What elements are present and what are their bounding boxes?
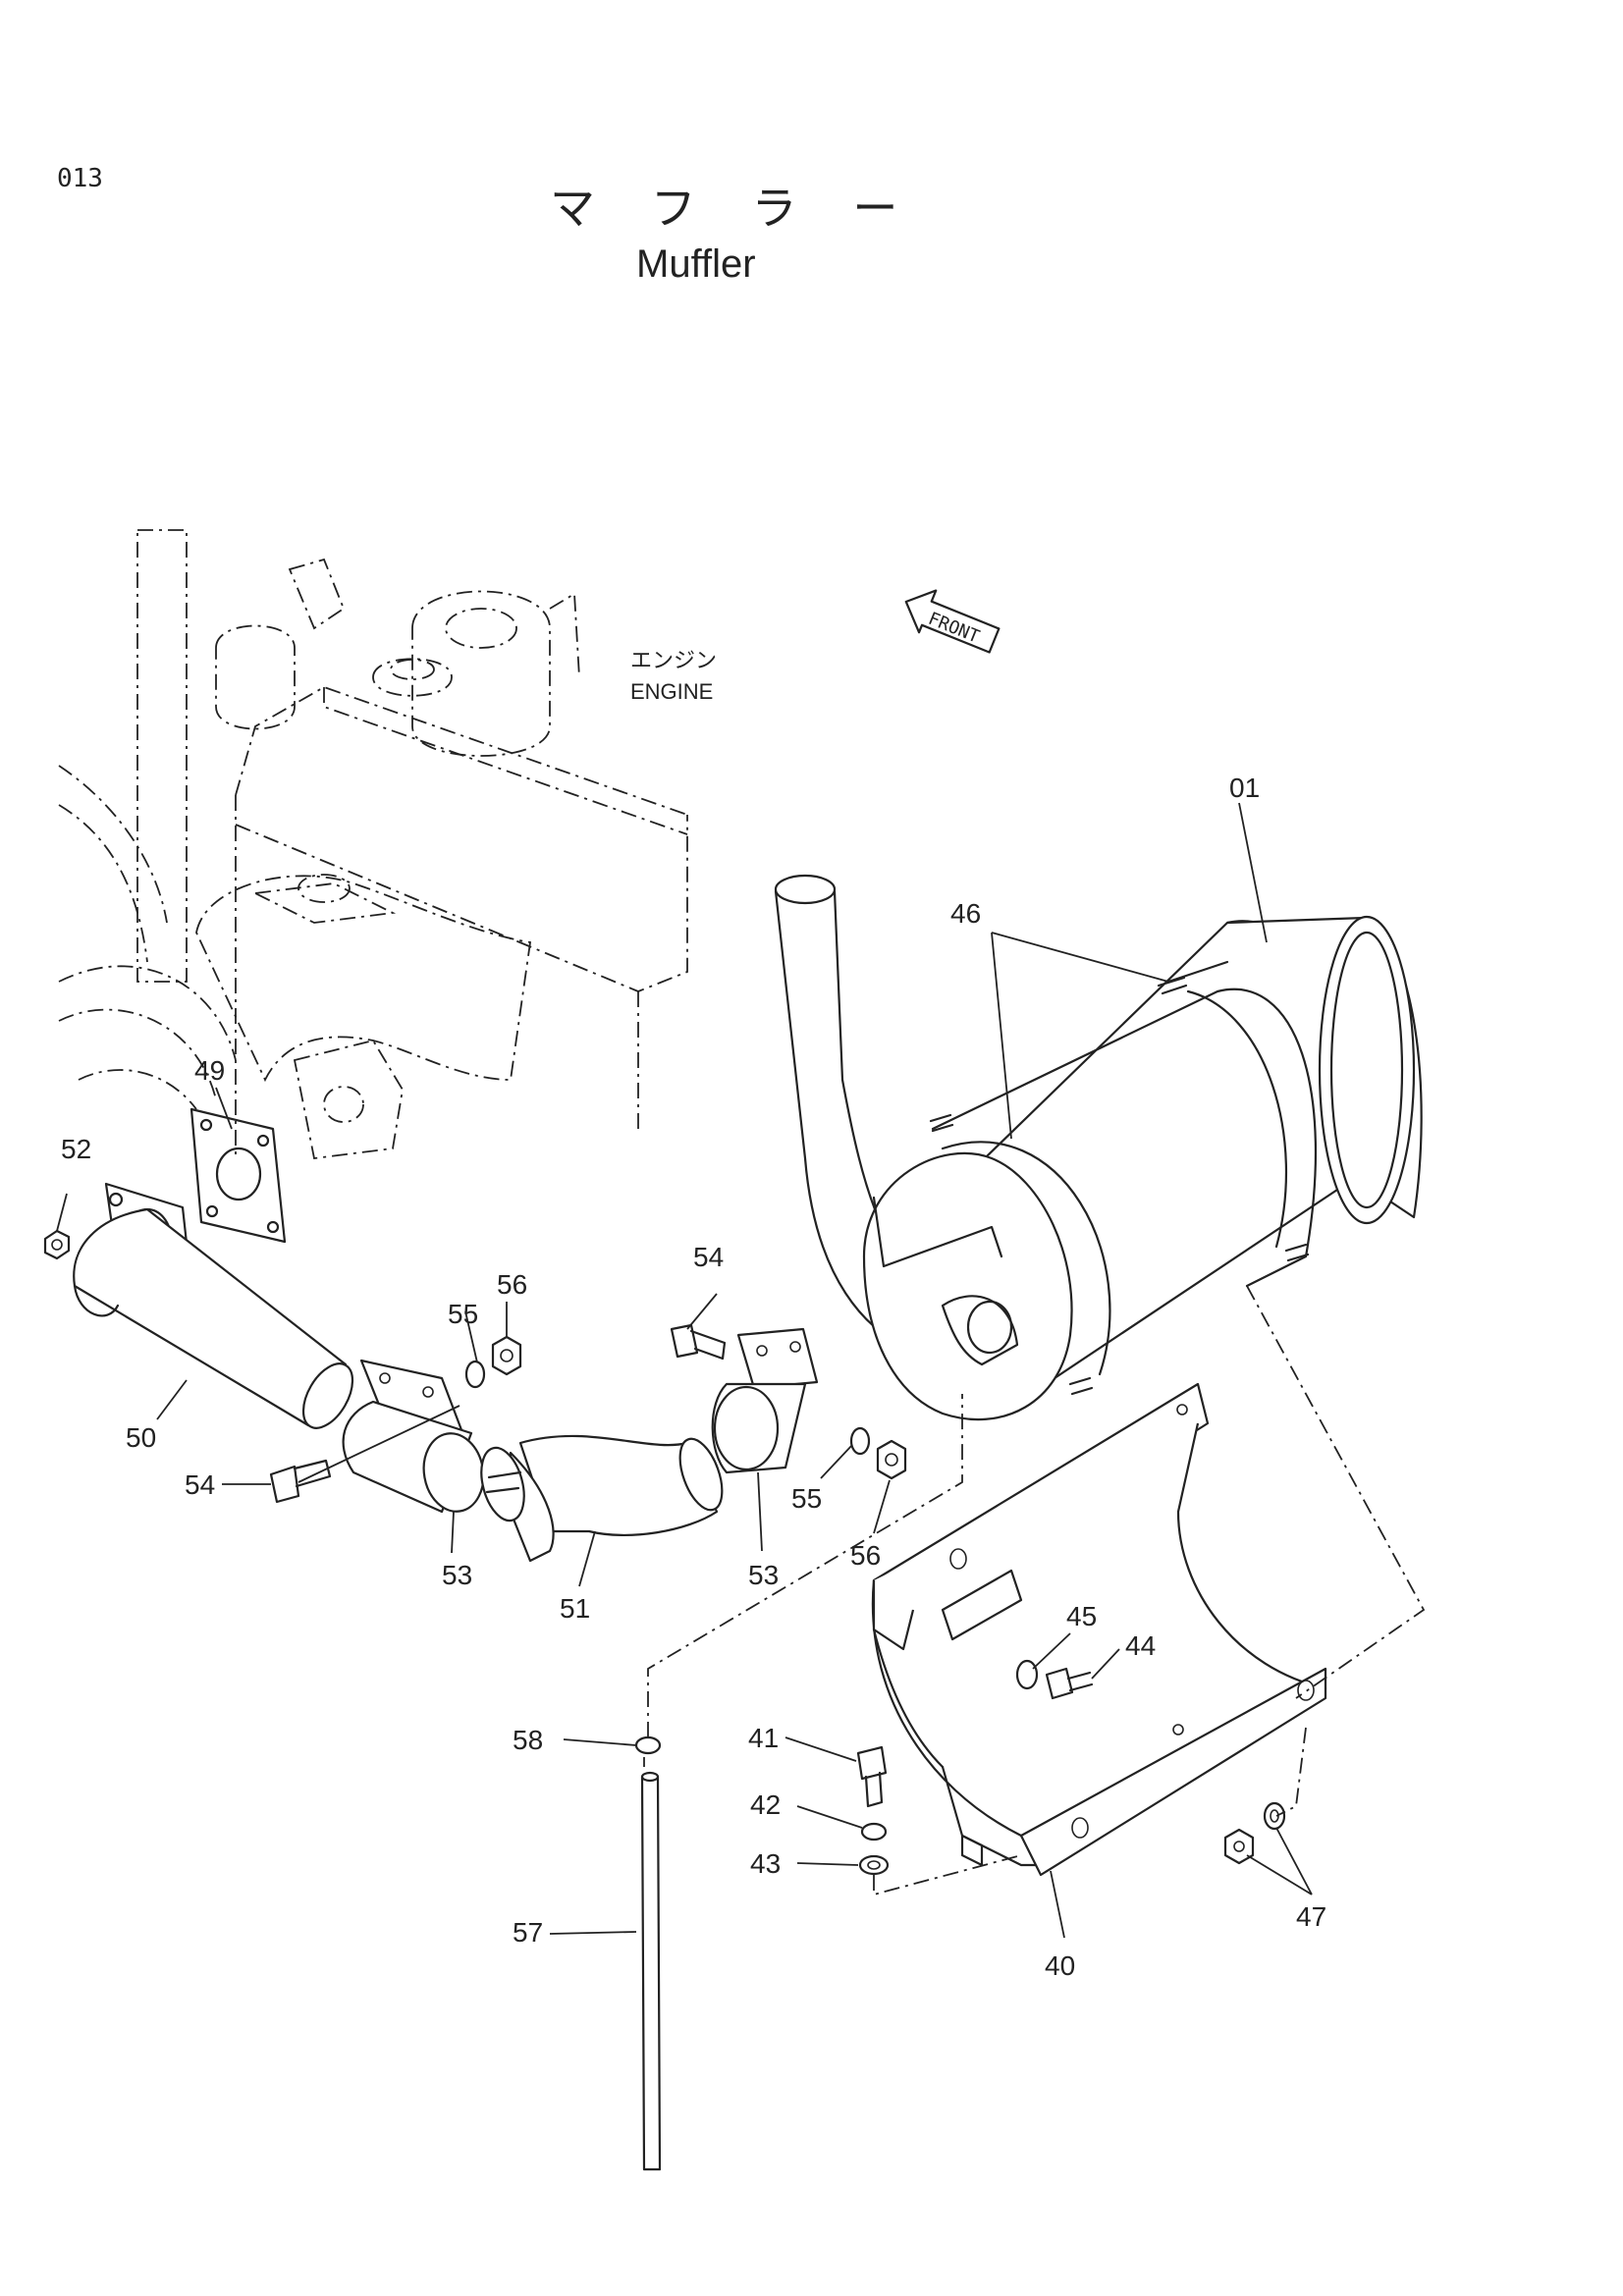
callout-55-left: 55 xyxy=(448,1299,478,1329)
washer-55-right xyxy=(849,1426,871,1456)
clamp-53-left xyxy=(342,1359,485,1514)
callout-54-right: 54 xyxy=(693,1242,724,1272)
muffler-01 xyxy=(774,874,1423,1421)
clamp-53-right xyxy=(711,1327,819,1474)
elbow-pipe-51 xyxy=(480,1434,724,1563)
callout-50: 50 xyxy=(126,1422,156,1453)
washer-55-left xyxy=(464,1360,486,1389)
callout-44: 44 xyxy=(1125,1630,1156,1661)
nut-52 xyxy=(43,1229,71,1260)
engine-label-jp: エンジン xyxy=(630,648,717,672)
assembly-lines xyxy=(643,1285,1426,1896)
bolt-41 xyxy=(856,1745,888,1808)
washer-45 xyxy=(1015,1659,1039,1690)
washer-42 xyxy=(860,1822,888,1842)
leader-lines xyxy=(56,802,1313,1939)
callout-01: 01 xyxy=(1229,773,1260,803)
callout-55-right: 55 xyxy=(791,1483,822,1514)
callout-46: 46 xyxy=(950,898,981,929)
callout-47: 47 xyxy=(1296,1901,1326,1932)
u-bolt-thread-icon xyxy=(929,976,1310,1396)
callout-51: 51 xyxy=(560,1593,590,1624)
callout-52: 52 xyxy=(61,1134,91,1164)
bolt-44 xyxy=(1045,1667,1094,1700)
callout-labels: 01 46 49 52 50 54 55 56 53 51 54 53 55 5… xyxy=(61,773,1326,1981)
bracket-40 xyxy=(871,1382,1327,1877)
nut-56-left xyxy=(491,1335,522,1376)
callout-56-left: 56 xyxy=(497,1269,527,1300)
front-arrow-icon: FRONT xyxy=(904,589,1001,654)
engine-outline xyxy=(58,529,688,1159)
gasket-49 xyxy=(189,1107,287,1244)
callout-42: 42 xyxy=(750,1789,781,1820)
exhaust-pipe-50 xyxy=(73,1182,354,1429)
title-japanese: マ フ ラ ー xyxy=(550,183,919,234)
engine-label-en: ENGINE xyxy=(630,679,713,704)
callout-41: 41 xyxy=(748,1723,779,1753)
front-label: FRONT xyxy=(925,609,982,648)
callout-45: 45 xyxy=(1066,1601,1097,1631)
nut-56-right xyxy=(876,1439,907,1480)
bolt-54-left xyxy=(269,1459,332,1504)
clip-58 xyxy=(634,1735,662,1755)
callout-53-right: 53 xyxy=(748,1560,779,1590)
callout-56-right: 56 xyxy=(850,1540,881,1571)
callout-49: 49 xyxy=(194,1055,225,1086)
callout-54-left: 54 xyxy=(185,1469,215,1500)
washer-43 xyxy=(858,1854,890,1876)
nuts-47 xyxy=(1223,1801,1286,1865)
page-code: 013 xyxy=(57,164,103,193)
callout-40: 40 xyxy=(1045,1950,1075,1981)
callout-43: 43 xyxy=(750,1848,781,1879)
drain-tube-57 xyxy=(640,1771,662,2171)
bolt-54-right xyxy=(670,1323,727,1361)
callout-58: 58 xyxy=(513,1725,543,1755)
callout-53-left: 53 xyxy=(442,1560,472,1590)
title-english: Muffler xyxy=(636,242,756,286)
callout-57: 57 xyxy=(513,1917,543,1948)
